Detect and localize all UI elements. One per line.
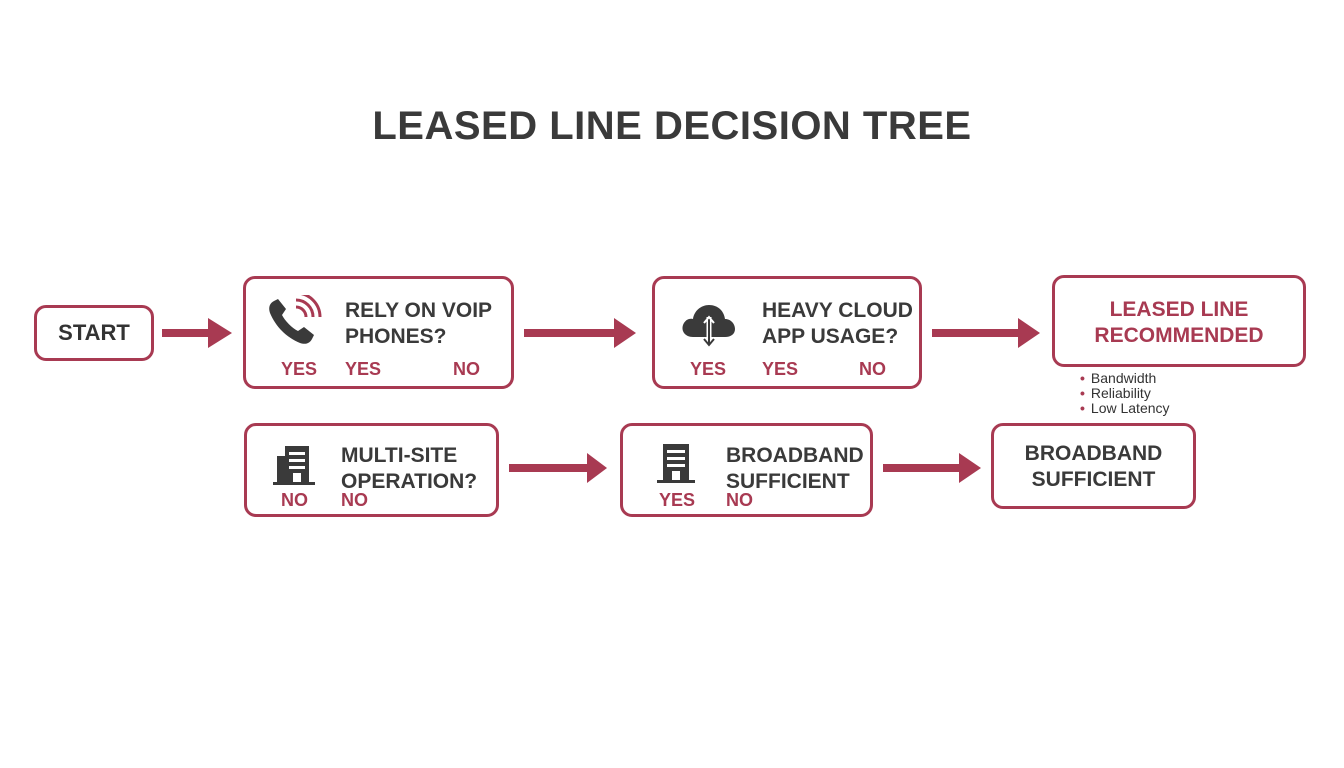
voip-answer-no: NO [453, 359, 480, 379]
multi-site-question-node: MULTI-SITE OPERATION? NO NO [244, 423, 499, 517]
building-icon [273, 446, 315, 485]
multi-site-answer-no: NO [281, 490, 308, 510]
cloud-question-node: HEAVY CLOUD APP USAGE? YES YES NO [652, 276, 922, 389]
voip-question-text: RELY ON VOIP PHONES? [345, 299, 493, 348]
cloud-question-text: HEAVY CLOUD APP USAGE? [762, 299, 913, 348]
cloud-answer-yes: YES [762, 359, 799, 379]
voip-question-node: RELY ON VOIP PHONES? YES YES NO [243, 276, 514, 389]
broadband-result-text: BROADBAND SUFFICIENT [1024, 442, 1163, 491]
broadband-check-answer-no: NO [726, 490, 753, 510]
arrow-cloud-to-leased [932, 318, 1040, 348]
cloud-answer-yes: YES [690, 359, 727, 379]
multi-site-answer-no: NO [341, 490, 368, 510]
broadband-check-text: BROADBAND SUFFICIENT [726, 444, 864, 493]
leased-line-result-text: LEASED LINE RECOMMENDED [1094, 298, 1264, 347]
benefit-item: Low Latency [1080, 401, 1170, 416]
start-node: START [34, 305, 154, 361]
voip-answer-yes: YES [345, 359, 382, 379]
benefit-item: Bandwidth [1080, 371, 1170, 386]
phone-signal-icon [269, 295, 322, 344]
cloud-answer-no: NO [859, 359, 886, 379]
leased-line-benefits: Bandwidth Reliability Low Latency [1080, 371, 1170, 416]
diagram-title: LEASED LINE DECISION TREE [372, 104, 972, 148]
arrow-to-broadband-result [883, 453, 981, 483]
broadband-result-node: BROADBAND SUFFICIENT [991, 423, 1196, 509]
arrow-voip-to-cloud [524, 318, 636, 348]
broadband-check-answer-yes: YES [659, 490, 696, 510]
voip-answer-yes: YES [281, 359, 318, 379]
arrow-multi-site-to-broadband-check [509, 453, 607, 483]
benefit-item: Reliability [1080, 386, 1170, 401]
cloud-sync-icon [682, 305, 735, 347]
start-label: START [58, 320, 130, 345]
arrow-start-to-voip [162, 318, 232, 348]
multi-site-question-text: MULTI-SITE OPERATION? [341, 444, 478, 493]
building-icon [657, 444, 695, 483]
broadband-check-node: BROADBAND SUFFICIENT YES NO [620, 423, 873, 517]
leased-line-result-node: LEASED LINE RECOMMENDED [1052, 275, 1306, 367]
